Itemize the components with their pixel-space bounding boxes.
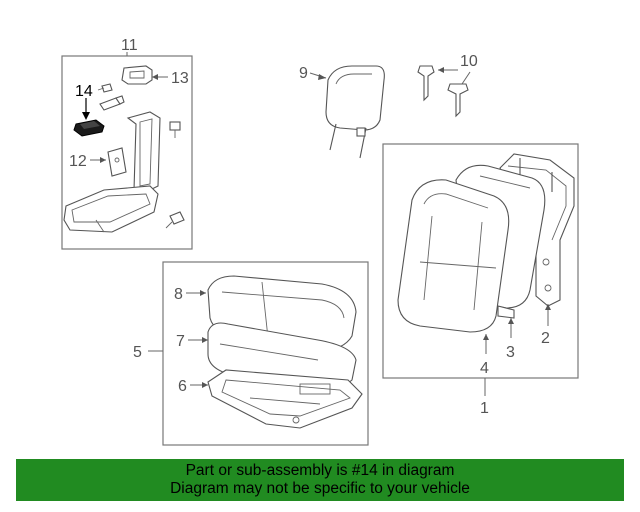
part-14-highlighted[interactable] bbox=[73, 119, 105, 137]
callout-5[interactable]: 5 bbox=[133, 344, 142, 361]
part-armrest[interactable] bbox=[63, 111, 161, 233]
part-6-frame[interactable] bbox=[207, 369, 363, 429]
headrest-9[interactable]: 9 bbox=[299, 65, 385, 159]
armrest-group-11: 11 13 14 bbox=[61, 37, 193, 250]
callout-3[interactable]: 3 bbox=[506, 344, 515, 361]
info-banner: Part or sub-assembly is #14 in diagram D… bbox=[16, 459, 624, 501]
callout-12[interactable]: 12 bbox=[69, 153, 87, 170]
callout-2[interactable]: 2 bbox=[541, 330, 550, 347]
callout-1[interactable]: 1 bbox=[480, 400, 489, 417]
callout-7[interactable]: 7 bbox=[176, 333, 185, 350]
seatback-group-1: 1 2 3 4 bbox=[382, 143, 579, 417]
callout-6[interactable]: 6 bbox=[178, 378, 187, 395]
callout-13[interactable]: 13 bbox=[171, 70, 189, 87]
callout-8[interactable]: 8 bbox=[174, 286, 183, 303]
part-13-clip[interactable] bbox=[121, 65, 153, 85]
callout-10[interactable]: 10 bbox=[460, 53, 478, 70]
group-box-5 bbox=[162, 261, 369, 446]
part-10-guides[interactable]: 10 bbox=[417, 53, 478, 118]
part-pin[interactable] bbox=[99, 95, 125, 111]
callout-4[interactable]: 4 bbox=[480, 360, 489, 377]
banner-line-1: Part or sub-assembly is #14 in diagram bbox=[185, 462, 455, 479]
callout-11[interactable]: 11 bbox=[121, 37, 138, 54]
part-4-cover[interactable] bbox=[397, 179, 510, 333]
group-box-1 bbox=[382, 143, 579, 379]
part-bolt-lower[interactable] bbox=[165, 211, 185, 229]
part-bolt-upper[interactable] bbox=[169, 121, 181, 138]
cushion-group-5: 5 8 7 6 bbox=[133, 261, 369, 446]
part-screw-small[interactable] bbox=[97, 83, 113, 93]
callout-14[interactable]: 14 bbox=[75, 83, 93, 100]
banner-line-2: Diagram may not be specific to your vehi… bbox=[170, 480, 470, 497]
callout-9[interactable]: 9 bbox=[299, 65, 308, 82]
part-12-bracket[interactable] bbox=[107, 147, 127, 177]
